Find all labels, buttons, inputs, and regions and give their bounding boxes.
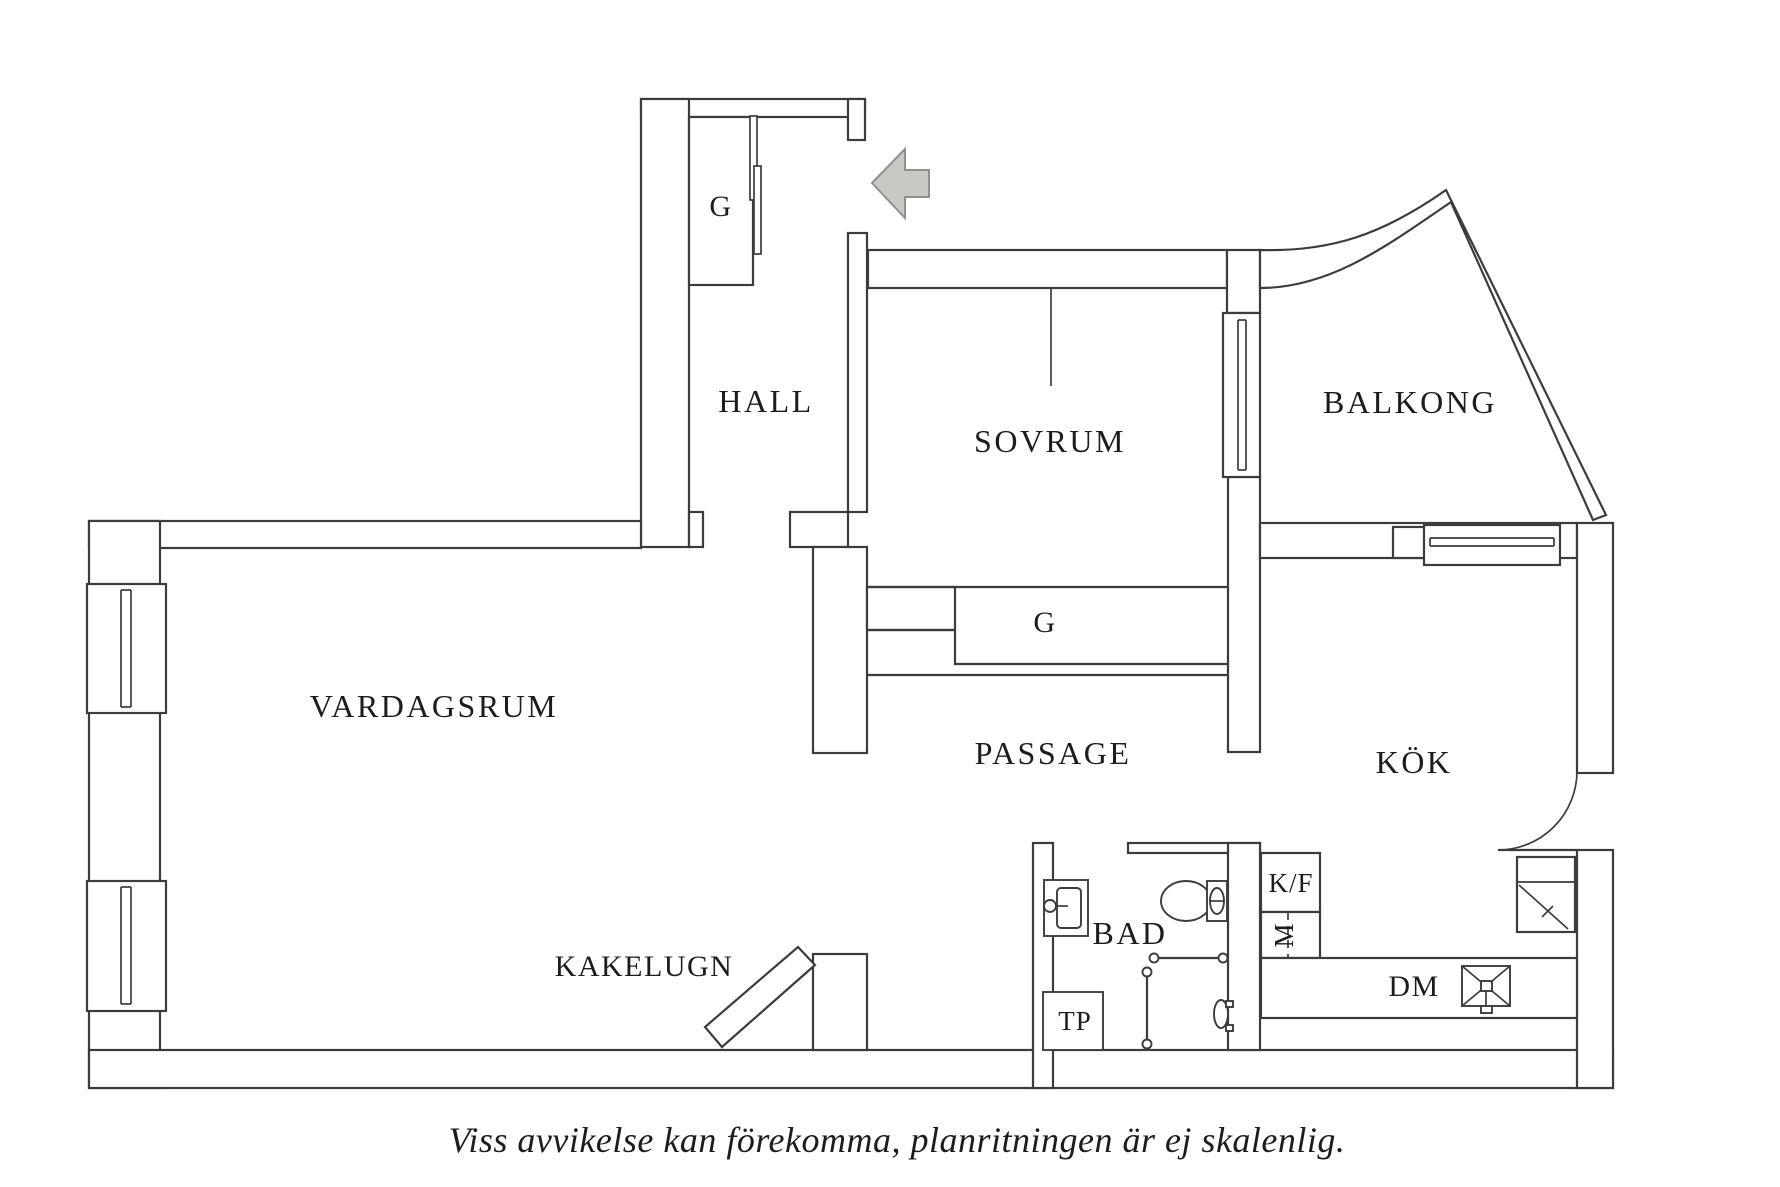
shower-rail-end — [1141, 966, 1153, 978]
wall-entry-jamb-upper — [846, 97, 867, 142]
entry — [870, 146, 930, 221]
tp-box — [1042, 991, 1104, 1051]
bathroom-sink-basin — [1056, 887, 1082, 929]
wall-sovrum-south-pier — [865, 585, 957, 632]
wall-hall-bottom-left-jamb — [687, 510, 705, 549]
window-kok — [1422, 523, 1562, 567]
shower-mixer-icon — [1213, 999, 1229, 1029]
wall-kok-east-lower — [1575, 848, 1615, 1090]
label-kakelugn: KAKELUGN — [555, 950, 734, 983]
shower-rail-end — [1141, 1038, 1153, 1050]
wall-hall-sovrum — [846, 231, 869, 514]
room-label-passage: PASSAGE — [975, 735, 1132, 771]
shower-mixer-knob — [1225, 1000, 1234, 1008]
entry-arrow-icon — [870, 146, 930, 221]
kitchen-counter — [1259, 956, 1579, 1020]
bathroom-sink-tap — [1043, 899, 1057, 913]
label-kyl-frys: K/F — [1268, 868, 1313, 898]
wall-vardagsrum-passage — [811, 545, 869, 755]
toilet-bowl-icon — [1160, 880, 1212, 922]
wall-bad-east — [1226, 841, 1262, 1052]
room-label-sovrum: SOVRUM — [974, 423, 1126, 459]
label-micro: M — [1269, 922, 1299, 947]
labels: HALL SOVRUM BALKONG VARDAGSRUM PASSAGE K… — [310, 190, 1497, 1160]
wall-vardagsrum-top — [87, 519, 643, 550]
label-tp: TP — [1058, 1006, 1092, 1036]
window-vardagsrum-upper — [85, 582, 168, 715]
hall-closet — [687, 115, 762, 287]
window-sovrum-balkong — [1221, 311, 1262, 479]
door-swing-arc — [1497, 770, 1578, 851]
closet-strip-step-line — [867, 628, 1228, 666]
balcony — [1258, 188, 1608, 522]
balcony-railing — [1258, 188, 1608, 522]
windows — [85, 311, 1562, 1013]
wall-sovrum-kok — [1226, 475, 1262, 754]
shower-rail-end — [1148, 952, 1160, 964]
label-closet-passage: G — [1033, 606, 1056, 639]
appliance-diagonal — [1518, 884, 1569, 930]
kitchen-sink-faucet-head — [1480, 1005, 1493, 1014]
kitchen-sink-knob — [1480, 980, 1493, 992]
shower-mixer-knob — [1225, 1024, 1234, 1032]
window-vardagsrum-lower — [85, 879, 168, 1013]
wall-exterior-bottom — [87, 1048, 1615, 1090]
wall-sovrum-north — [866, 248, 1229, 290]
room-label-vardagsrum: VARDAGSRUM — [310, 688, 558, 724]
sliding-door-leaf — [753, 165, 762, 255]
wall-kok-east-upper — [1575, 521, 1615, 775]
wall-kakelugn-stub — [811, 952, 869, 1052]
room-label-bad: BAD — [1092, 915, 1167, 951]
room-label-kok: KÖK — [1376, 744, 1453, 780]
bathroom-fixtures — [1042, 879, 1234, 1051]
shower-rail-end — [1217, 952, 1229, 964]
wall-hall-bottom-right-jamb — [788, 510, 850, 549]
appliance-tick — [1541, 905, 1554, 918]
kitchen-fixtures — [1259, 770, 1579, 1020]
room-label-balkong: BALKONG — [1323, 384, 1497, 420]
closet-hall-box — [687, 115, 755, 287]
room-label-hall: HALL — [718, 383, 813, 419]
label-closet-hall: G — [709, 190, 732, 223]
label-diskmaskin: DM — [1388, 970, 1439, 1003]
wall-above-balcony-window — [1225, 248, 1262, 315]
kakelugn-stove-shape — [703, 945, 817, 1049]
disclaimer-caption: Viss avvikelse kan förekomma, planritnin… — [449, 1120, 1346, 1160]
appliance-box — [1515, 855, 1577, 934]
wall-hall-left — [639, 97, 691, 549]
